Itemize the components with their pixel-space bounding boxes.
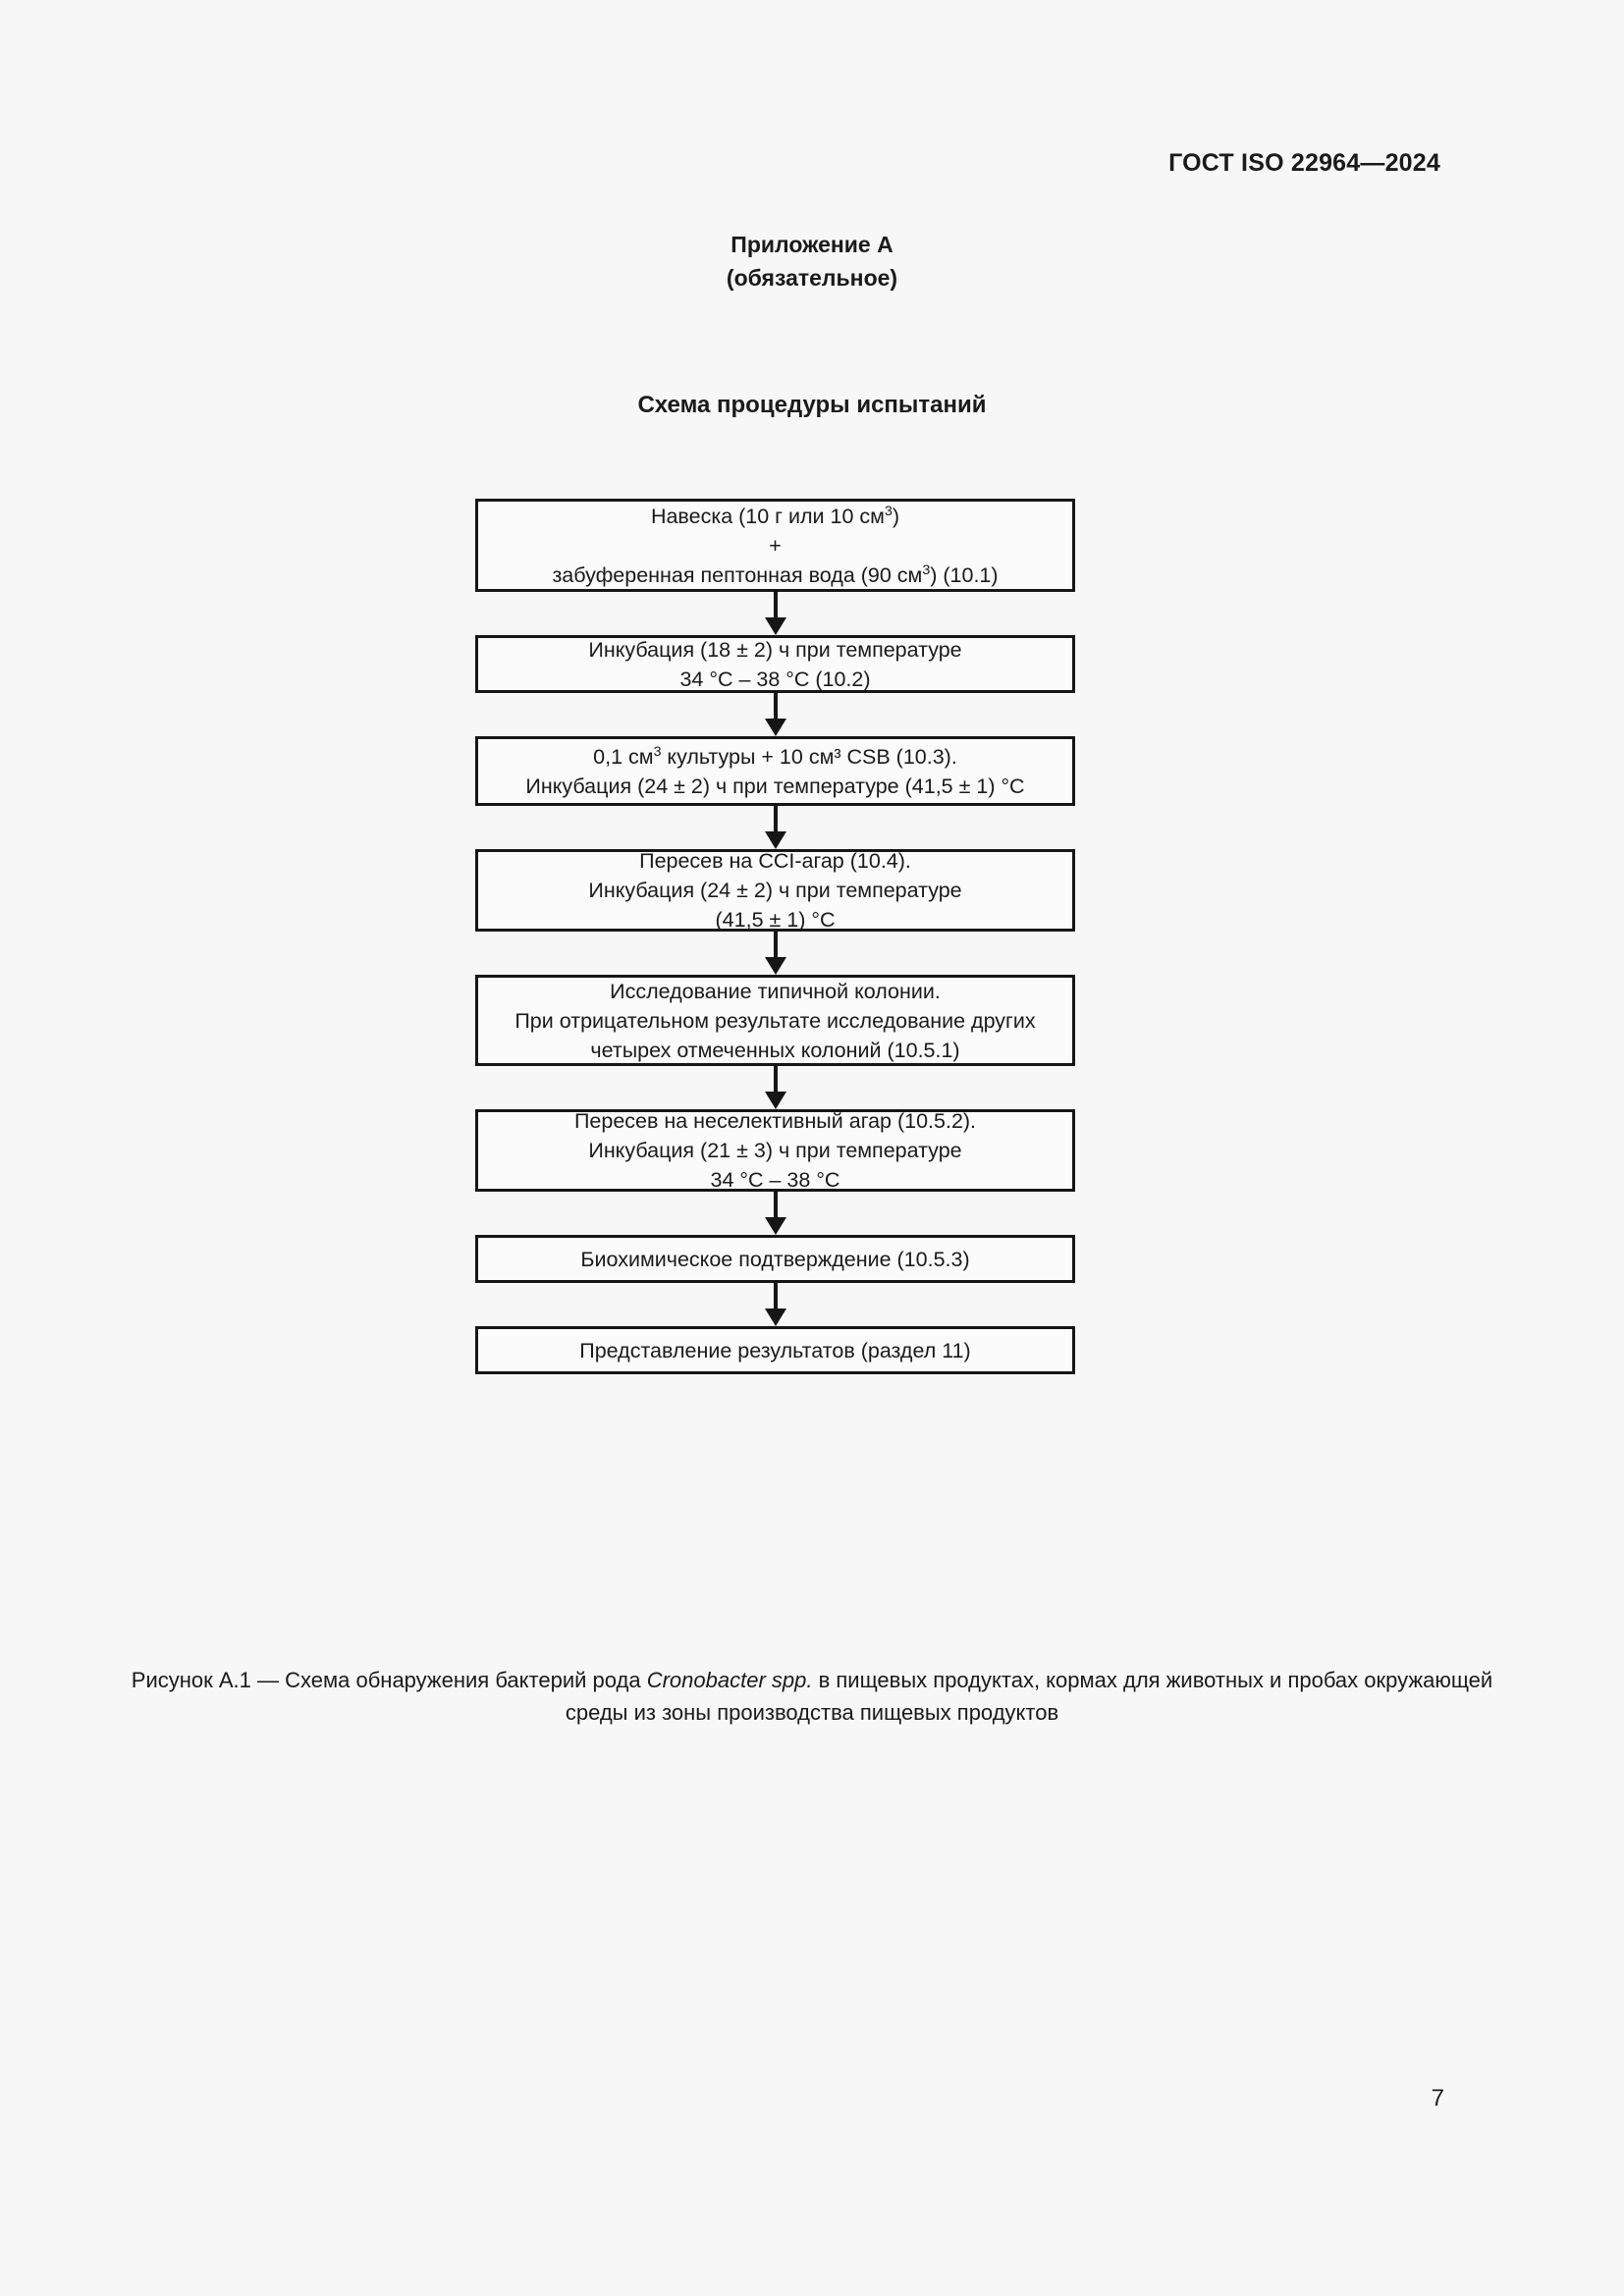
flow-arrow xyxy=(475,1283,1075,1326)
arrow-stem xyxy=(773,932,778,959)
superscript: 3 xyxy=(653,744,662,761)
node-nonselective-agar: Пересев на неселективный агар (10.5.2). И… xyxy=(475,1109,1075,1192)
superscript: 3 xyxy=(922,562,931,579)
page-number: 7 xyxy=(1431,2085,1444,2111)
annex-subtitle: (обязательное) xyxy=(726,265,898,291)
arrow-stem xyxy=(773,1066,778,1094)
arrow-stem xyxy=(773,1283,778,1310)
node-biochemical-confirmation: Биохимическое подтверждение (10.5.3) xyxy=(475,1235,1075,1283)
flow-arrow xyxy=(475,1192,1075,1235)
test-procedure-flowchart: Навеска (10 г или 10 см3) + забуференная п… xyxy=(475,499,1075,1374)
node-text-line: четырех отмеченных колоний (10.5.1) xyxy=(590,1038,960,1062)
caption-prefix: Рисунок А.1 — Схема обнаружения бактерий… xyxy=(131,1668,647,1692)
arrow-head-icon xyxy=(764,719,786,736)
annex-heading: Приложение А (обязательное) xyxy=(0,228,1624,294)
node-cci-agar-plating: Пересев на CCI-агар (10.4). Инкубация (24… xyxy=(475,849,1075,932)
arrow-stem xyxy=(773,1192,778,1219)
node-text-line: Биохимическое подтверждение (10.5.3) xyxy=(580,1247,970,1271)
node-text: Представление результатов (раздел 11) xyxy=(579,1336,970,1365)
flow-arrow xyxy=(475,932,1075,975)
arrow-head-icon xyxy=(764,1217,786,1235)
figure-caption: Рисунок А.1 — Схема обнаружения бактерий… xyxy=(111,1664,1513,1729)
node-preenrichment-incubation: Инкубация (18 ± 2) ч при температуре 34 °… xyxy=(475,635,1075,693)
node-text-line: Представление результатов (раздел 11) xyxy=(579,1338,971,1362)
flow-arrow xyxy=(475,693,1075,736)
arrow-head-icon xyxy=(764,831,786,849)
node-text: Пересев на неселективный агар (10.5.2). И… xyxy=(574,1106,976,1195)
running-head: ГОСТ ISO 22964—2024 xyxy=(1168,149,1440,177)
node-csb-enrichment: 0,1 см3 культуры + 10 см³ CSB (10.3). Инк… xyxy=(475,736,1075,806)
arrow-head-icon xyxy=(764,1092,786,1109)
node-text-line: Пересев на CCI-агар (10.4). xyxy=(639,849,911,873)
node-text-line: 0,1 см3 культуры + 10 см³ CSB (10.3). xyxy=(593,744,957,769)
arrow-head-icon xyxy=(764,957,786,975)
node-text-line: Инкубация (24 ± 2) ч при температуре xyxy=(588,879,962,902)
node-text-line: забуференная пептонная вода (90 см3) (10… xyxy=(552,562,999,587)
superscript: 3 xyxy=(884,504,893,520)
flow-arrow xyxy=(475,592,1075,635)
node-text-line: 34 °C – 38 °C xyxy=(710,1168,840,1192)
node-text: Инкубация (18 ± 2) ч при температуре 34 °… xyxy=(588,635,961,694)
caption-species-name: Cronobacter spp. xyxy=(646,1668,813,1692)
node-text-line: (41,5 ± 1) °C xyxy=(715,908,836,932)
node-text-line: + xyxy=(769,533,782,558)
arrow-head-icon xyxy=(764,1308,786,1326)
flow-arrow xyxy=(475,806,1075,849)
node-text-line: Инкубация (24 ± 2) ч при температуре (41… xyxy=(525,774,1025,798)
arrow-head-icon xyxy=(764,617,786,635)
node-sample-preparation: Навеска (10 г или 10 см3) + забуференная п… xyxy=(475,499,1075,592)
node-text: Пересев на CCI-агар (10.4). Инкубация (24… xyxy=(588,846,961,934)
flow-arrow xyxy=(475,1066,1075,1109)
node-text-line: При отрицательном результате исследовани… xyxy=(514,1008,1036,1033)
node-text-line: Исследование типичной колонии. xyxy=(610,979,941,1003)
node-text-line: Пересев на неселективный агар (10.5.2). xyxy=(573,1109,977,1133)
caption-suffix: в пищевых продуктах, кормах для животных… xyxy=(565,1668,1493,1725)
node-text: Исследование типичной колонии. При отрица… xyxy=(514,977,1035,1065)
node-text-line: Инкубация (18 ± 2) ч при температуре xyxy=(588,637,962,662)
node-text-line: Навеска (10 г или 10 см3) xyxy=(650,504,900,528)
node-text-line: Инкубация (21 ± 3) ч при температуре xyxy=(588,1139,962,1162)
arrow-stem xyxy=(773,592,778,619)
node-text: 0,1 см3 культуры + 10 см³ CSB (10.3). Инк… xyxy=(525,742,1024,801)
section-title: Схема процедуры испытаний xyxy=(637,392,987,418)
node-colony-examination: Исследование типичной колонии. При отрица… xyxy=(475,975,1075,1066)
node-results-reporting: Представление результатов (раздел 11) xyxy=(475,1326,1075,1374)
node-text: Навеска (10 г или 10 см3) + забуференная п… xyxy=(552,502,998,590)
annex-title: Приложение А xyxy=(731,232,893,257)
node-text: Биохимическое подтверждение (10.5.3) xyxy=(580,1245,969,1274)
arrow-stem xyxy=(773,806,778,833)
arrow-stem xyxy=(773,693,778,721)
node-text-line: 34 °C – 38 °C (10.2) xyxy=(679,667,871,691)
